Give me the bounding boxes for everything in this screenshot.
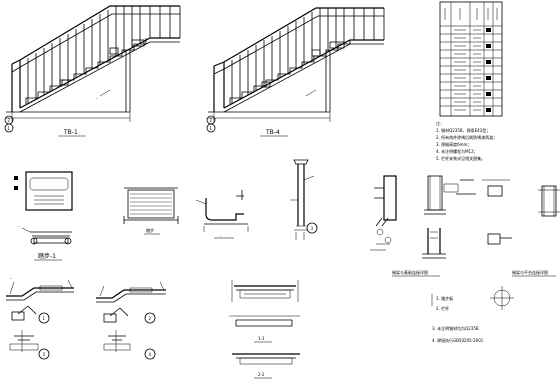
view-title: TB-4 [265, 129, 280, 136]
tread-plan-view: - 踏步-1 [14, 171, 73, 261]
axis-label: 2 [210, 118, 213, 123]
beam-sections: - 1-1 2-2 [228, 280, 300, 379]
view-title: 踏步-1 [38, 252, 56, 260]
detail-callout: 2 [149, 316, 152, 321]
stair-elevation-1: - 2 1 TB-1 [4, 5, 181, 137]
legend-item: 2. 栏杆 [436, 305, 449, 311]
tread-section-view: 踏步 [123, 187, 179, 235]
stringer-details: - 1 3 2 4 [6, 276, 166, 360]
note-line: 2. 所有构件除锈后刷防锈漆两道； [436, 134, 497, 140]
stair-elevation-2: 2 1 TB-4 [206, 7, 385, 137]
section-title: 2-2 [258, 372, 265, 377]
svg-text:-: - [228, 314, 230, 319]
axis-label: 2 [8, 118, 11, 123]
legend-block: 1. 踏步板 2. 栏杆 3. 未注明钢材均为Q235B 4. 焊接执行GB50… [431, 286, 514, 343]
detail-callout: 1 [43, 316, 46, 321]
axis-label: 1 [8, 126, 11, 131]
connection-detail-base: 梯梁与基础连接详图 [370, 175, 512, 277]
note-line: 3. 焊缝高度6mm； [436, 141, 471, 147]
axis-label: 1 [210, 126, 213, 131]
svg-text:-: - [96, 96, 98, 101]
svg-text:-: - [18, 224, 20, 229]
detail-title: 梯梁与基础连接详图 [392, 269, 428, 275]
view-title: TB-1 [63, 129, 78, 136]
general-notes: 注： 1. 钢材Q235B，焊条E43型； 2. 所有构件除锈后刷防锈漆两道； … [436, 120, 497, 161]
bracket-detail: - [195, 190, 249, 239]
material-table [439, 1, 503, 117]
view-title: 踏步 [146, 227, 154, 233]
detail-callout: 4 [149, 352, 152, 357]
detail-callout: 3 [43, 352, 46, 357]
legend-line: 4. 焊接执行GB50205-2001 [432, 337, 484, 343]
detail-title: 梯梁与平台连接详图 [512, 269, 548, 275]
post-detail: 3 [290, 159, 318, 240]
svg-text:-: - [10, 276, 12, 281]
connection-detail-platform: 梯梁与平台连接详图 [512, 185, 560, 277]
note-line: 4. 未注明螺栓为M12； [436, 148, 478, 154]
section-title: 1-1 [258, 336, 265, 341]
detail-callout: 3 [311, 226, 314, 231]
notes-title: 注： [436, 120, 444, 126]
note-line: 5. 栏杆安装详见相关图集。 [436, 155, 485, 161]
note-line: 1. 钢材Q235B，焊条E43型； [436, 127, 490, 133]
legend-item: 1. 踏步板 [436, 295, 453, 301]
legend-line: 3. 未注明钢材均为Q235B [432, 325, 479, 331]
svg-text:-: - [220, 234, 222, 239]
